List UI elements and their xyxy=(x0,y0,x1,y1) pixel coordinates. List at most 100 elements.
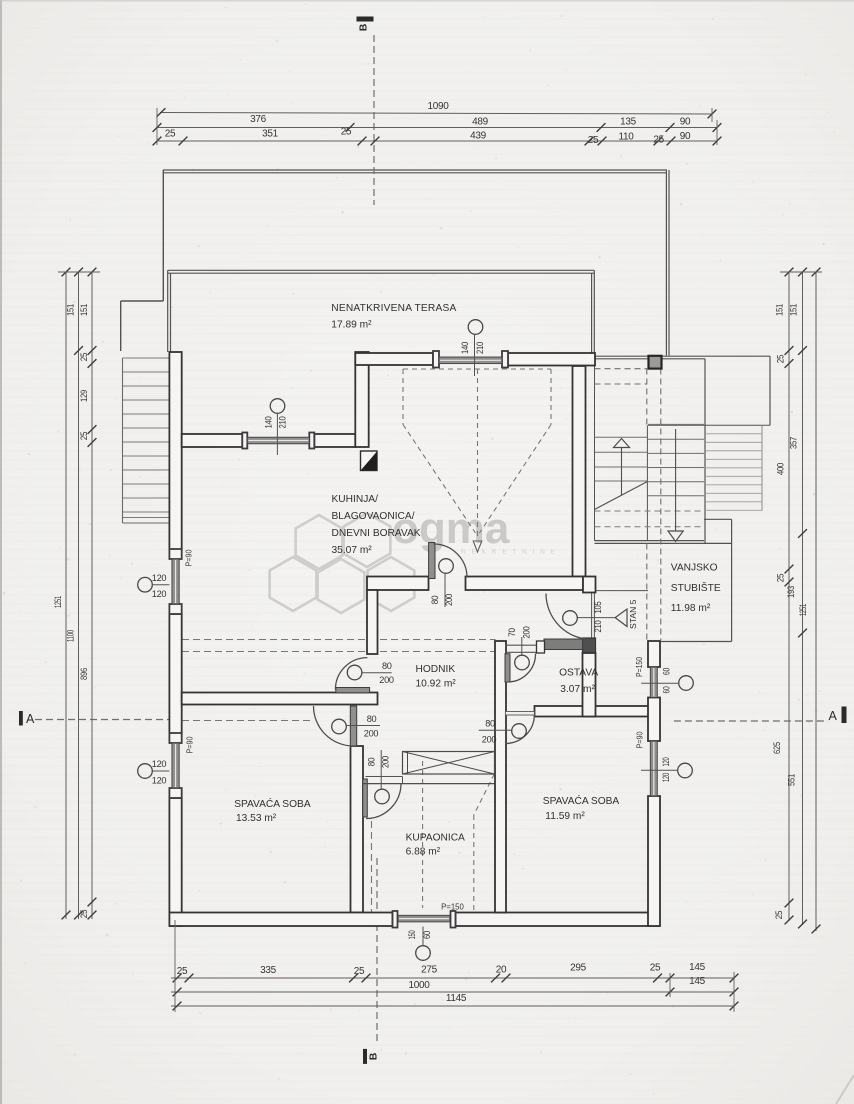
svg-text:129: 129 xyxy=(79,390,89,402)
svg-text:25: 25 xyxy=(588,135,599,146)
svg-text:351: 351 xyxy=(262,129,279,140)
svg-text:1251: 1251 xyxy=(53,596,63,608)
svg-text:140: 140 xyxy=(460,342,470,354)
svg-text:151: 151 xyxy=(66,304,76,316)
svg-text:KUPAONICA: KUPAONICA xyxy=(406,833,465,844)
svg-text:275: 275 xyxy=(421,965,438,976)
svg-text:25: 25 xyxy=(79,432,89,441)
svg-text:1145: 1145 xyxy=(446,993,467,1004)
svg-text:80: 80 xyxy=(367,714,377,724)
svg-text:200: 200 xyxy=(364,729,379,739)
svg-text:6.88 m²: 6.88 m² xyxy=(406,847,441,858)
svg-text:P=90: P=90 xyxy=(185,549,194,567)
svg-text:OSTAVA: OSTAVA xyxy=(559,668,598,679)
svg-text:80: 80 xyxy=(382,661,392,671)
svg-text:120: 120 xyxy=(152,759,167,769)
svg-text:80: 80 xyxy=(485,719,495,729)
svg-text:13.53 m²: 13.53 m² xyxy=(236,813,277,824)
svg-text:70: 70 xyxy=(507,628,517,637)
svg-text:210: 210 xyxy=(593,620,603,632)
svg-text:120: 120 xyxy=(661,773,671,782)
svg-text:625: 625 xyxy=(772,742,782,754)
svg-text:N E K R E T N I N E: N E K R E T N I N E xyxy=(461,549,557,556)
svg-text:896: 896 xyxy=(79,668,89,680)
svg-text:200: 200 xyxy=(381,756,391,768)
svg-text:3.07 m²: 3.07 m² xyxy=(560,684,595,695)
svg-text:SPAVAĆA SOBA: SPAVAĆA SOBA xyxy=(543,794,620,807)
svg-text:25: 25 xyxy=(774,911,784,920)
svg-text:P=90: P=90 xyxy=(186,736,195,754)
svg-text:VANJSKO: VANJSKO xyxy=(671,563,718,574)
svg-text:B: B xyxy=(368,1052,380,1060)
svg-text:A: A xyxy=(26,712,35,726)
svg-text:25: 25 xyxy=(177,966,188,977)
svg-text:35.07 m²: 35.07 m² xyxy=(332,545,373,556)
svg-text:200: 200 xyxy=(522,626,532,638)
svg-text:80: 80 xyxy=(367,758,377,767)
svg-text:151: 151 xyxy=(79,304,89,316)
svg-text:KUHINJA/: KUHINJA/ xyxy=(332,494,379,505)
svg-text:P=150: P=150 xyxy=(635,656,644,677)
svg-text:105: 105 xyxy=(593,601,603,613)
svg-text:210: 210 xyxy=(475,342,485,354)
svg-text:P=150: P=150 xyxy=(441,903,464,912)
svg-text:P=90: P=90 xyxy=(636,731,645,749)
svg-text:STUBIŠTE: STUBIŠTE xyxy=(671,581,721,594)
svg-text:B: B xyxy=(358,23,370,31)
svg-text:120: 120 xyxy=(152,589,167,599)
svg-text:DNEVNI BORAVAK: DNEVNI BORAVAK xyxy=(332,528,421,539)
svg-text:357: 357 xyxy=(789,437,799,449)
svg-text:120: 120 xyxy=(152,776,167,786)
svg-text:90: 90 xyxy=(680,117,691,128)
svg-text:SPAVAĆA SOBA: SPAVAĆA SOBA xyxy=(234,797,311,810)
svg-text:90: 90 xyxy=(680,131,691,142)
svg-text:25: 25 xyxy=(354,966,365,977)
svg-text:400: 400 xyxy=(776,463,786,475)
svg-text:STAN 5: STAN 5 xyxy=(628,599,638,629)
svg-text:10.92 m²: 10.92 m² xyxy=(416,679,457,690)
svg-text:1000: 1000 xyxy=(408,980,430,991)
svg-text:HODNIK: HODNIK xyxy=(416,664,456,675)
svg-text:335: 335 xyxy=(260,965,277,976)
svg-text:BLAGOVAONICA/: BLAGOVAONICA/ xyxy=(332,511,415,522)
svg-text:120: 120 xyxy=(661,757,671,766)
svg-text:200: 200 xyxy=(379,675,394,685)
svg-text:ogma: ogma xyxy=(392,504,510,553)
svg-text:135: 135 xyxy=(620,117,637,128)
svg-text:200: 200 xyxy=(482,735,497,745)
svg-text:200: 200 xyxy=(444,594,454,606)
svg-text:25: 25 xyxy=(653,135,664,146)
svg-text:20: 20 xyxy=(496,965,507,976)
svg-text:25: 25 xyxy=(341,127,352,138)
svg-text:1251: 1251 xyxy=(798,604,808,616)
svg-text:1100: 1100 xyxy=(66,630,76,642)
svg-text:151: 151 xyxy=(789,304,799,316)
svg-text:NENATKRIVENA TERASA: NENATKRIVENA TERASA xyxy=(331,303,456,314)
svg-text:295: 295 xyxy=(570,963,587,974)
svg-text:193: 193 xyxy=(786,586,796,598)
svg-text:376: 376 xyxy=(250,114,267,125)
svg-text:60: 60 xyxy=(662,686,672,693)
svg-text:150: 150 xyxy=(407,930,417,939)
svg-text:145: 145 xyxy=(689,976,706,987)
svg-text:145: 145 xyxy=(689,962,706,973)
svg-text:A: A xyxy=(829,709,838,723)
svg-text:25: 25 xyxy=(165,129,176,140)
svg-text:489: 489 xyxy=(472,117,489,128)
svg-text:110: 110 xyxy=(618,132,634,143)
svg-text:60: 60 xyxy=(422,931,432,939)
svg-text:25: 25 xyxy=(776,355,786,364)
svg-text:439: 439 xyxy=(470,131,487,142)
svg-text:80: 80 xyxy=(430,596,440,605)
svg-text:17.89 m²: 17.89 m² xyxy=(331,320,372,331)
svg-text:11.59 m²: 11.59 m² xyxy=(545,811,585,822)
svg-text:60: 60 xyxy=(662,668,672,675)
svg-text:151: 151 xyxy=(775,304,785,316)
svg-text:551: 551 xyxy=(787,774,797,786)
svg-text:120: 120 xyxy=(152,573,167,583)
svg-text:1090: 1090 xyxy=(427,101,449,112)
svg-text:25: 25 xyxy=(79,910,89,919)
svg-text:25: 25 xyxy=(79,353,89,362)
svg-text:140: 140 xyxy=(264,416,274,428)
svg-text:11.98 m²: 11.98 m² xyxy=(671,603,711,614)
